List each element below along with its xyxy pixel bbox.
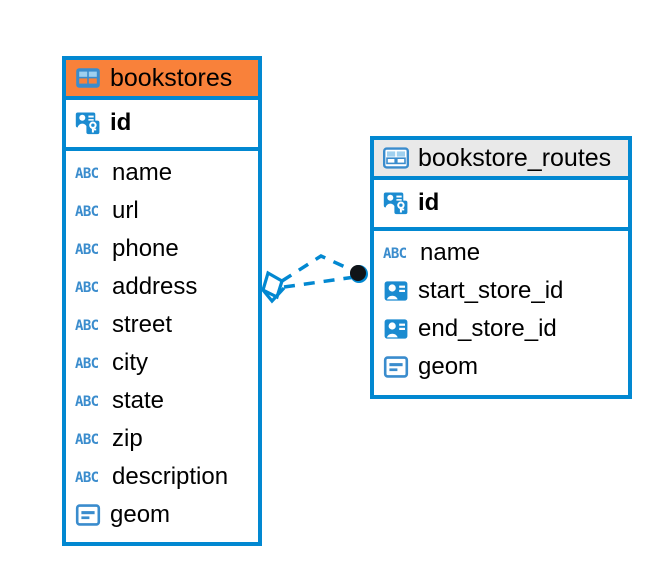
primary-key-icon bbox=[75, 112, 100, 135]
field-label-id: id bbox=[418, 189, 440, 217]
field-row-id[interactable]: id bbox=[75, 104, 248, 142]
entity-bookstore-routes-fields: ABC name start_store_id bbox=[374, 231, 628, 391]
field-row-end-store-id[interactable]: end_store_id bbox=[383, 310, 618, 348]
abc-text-icon: ABC bbox=[75, 204, 99, 220]
field-row-address[interactable]: ABC address bbox=[75, 268, 248, 306]
svg-text:ABC: ABC bbox=[75, 394, 99, 410]
field-row-city[interactable]: ABC city bbox=[75, 344, 248, 382]
entity-bookstore-routes[interactable]: bookstore_routes id bbox=[370, 136, 632, 399]
abc-text-icon: ABC bbox=[75, 280, 99, 296]
abc-text-icon: ABC bbox=[75, 470, 99, 486]
field-label-phone: phone bbox=[112, 235, 179, 263]
primary-key-icon bbox=[383, 192, 408, 215]
field-label-city: city bbox=[112, 349, 148, 377]
field-label-name: name bbox=[112, 159, 173, 187]
field-label-id: id bbox=[110, 109, 132, 137]
field-row-geom[interactable]: geom bbox=[383, 348, 618, 386]
foreign-key-icon bbox=[384, 319, 408, 339]
svg-text:ABC: ABC bbox=[75, 356, 99, 372]
field-row-id[interactable]: id bbox=[383, 184, 618, 222]
geometry-icon bbox=[75, 504, 101, 526]
field-row-street[interactable]: ABC street bbox=[75, 306, 248, 344]
geometry-icon bbox=[383, 356, 409, 378]
entity-bookstore-routes-primary-key-section: id bbox=[374, 180, 628, 232]
field-row-phone[interactable]: ABC phone bbox=[75, 230, 248, 268]
field-row-state[interactable]: ABC state bbox=[75, 382, 248, 420]
field-label-url: url bbox=[112, 197, 139, 225]
entity-bookstores-header[interactable]: bookstores bbox=[66, 60, 258, 101]
field-label-name: name bbox=[420, 239, 481, 267]
abc-text-icon: ABC bbox=[75, 394, 99, 410]
svg-text:ABC: ABC bbox=[75, 280, 99, 296]
relationship-target-circle bbox=[350, 265, 368, 283]
svg-text:ABC: ABC bbox=[75, 166, 99, 182]
relationship-line-arched bbox=[281, 254, 357, 283]
svg-text:ABC: ABC bbox=[75, 242, 99, 258]
field-row-zip[interactable]: ABC zip bbox=[75, 420, 248, 458]
field-label-street: street bbox=[112, 311, 173, 339]
abc-text-icon: ABC bbox=[383, 246, 407, 262]
field-label-geom: geom bbox=[110, 501, 171, 529]
svg-text:ABC: ABC bbox=[75, 432, 99, 448]
field-row-name[interactable]: ABC name bbox=[383, 234, 618, 272]
entity-bookstores-fields: ABC name ABC url ABC phone ABC bbox=[66, 151, 258, 539]
entity-bookstore-routes-title: bookstore_routes bbox=[418, 144, 612, 172]
field-label-end-store-id: end_store_id bbox=[418, 315, 557, 343]
field-label-start-store-id: start_store_id bbox=[418, 277, 564, 305]
entity-bookstore-routes-header[interactable]: bookstore_routes bbox=[374, 140, 628, 181]
abc-text-icon: ABC bbox=[75, 166, 99, 182]
field-row-description[interactable]: ABC description bbox=[75, 458, 248, 496]
field-row-url[interactable]: ABC url bbox=[75, 192, 248, 230]
entity-bookstores-title: bookstores bbox=[110, 64, 233, 92]
foreign-key-icon bbox=[384, 281, 408, 301]
relationship-source-diamond bbox=[261, 270, 286, 304]
entity-bookstores-primary-key-section: id bbox=[66, 100, 258, 152]
field-label-zip: zip bbox=[112, 425, 143, 453]
table-icon bbox=[76, 68, 100, 88]
field-row-start-store-id[interactable]: start_store_id bbox=[383, 272, 618, 310]
svg-text:ABC: ABC bbox=[75, 318, 99, 334]
abc-text-icon: ABC bbox=[75, 432, 99, 448]
table-icon bbox=[383, 147, 409, 169]
svg-text:ABC: ABC bbox=[75, 470, 99, 486]
field-label-state: state bbox=[112, 387, 165, 415]
entity-bookstores[interactable]: bookstores id bbox=[62, 56, 262, 546]
field-label-address: address bbox=[112, 273, 198, 301]
field-label-geom: geom bbox=[418, 353, 479, 381]
abc-text-icon: ABC bbox=[75, 318, 99, 334]
field-row-geom[interactable]: geom bbox=[75, 496, 248, 534]
field-label-description: description bbox=[112, 463, 229, 491]
svg-text:ABC: ABC bbox=[383, 246, 407, 262]
abc-text-icon: ABC bbox=[75, 242, 99, 258]
field-row-name[interactable]: ABC name bbox=[75, 154, 248, 192]
abc-text-icon: ABC bbox=[75, 356, 99, 372]
relationship-line-straight bbox=[283, 275, 356, 289]
svg-text:ABC: ABC bbox=[75, 204, 99, 220]
